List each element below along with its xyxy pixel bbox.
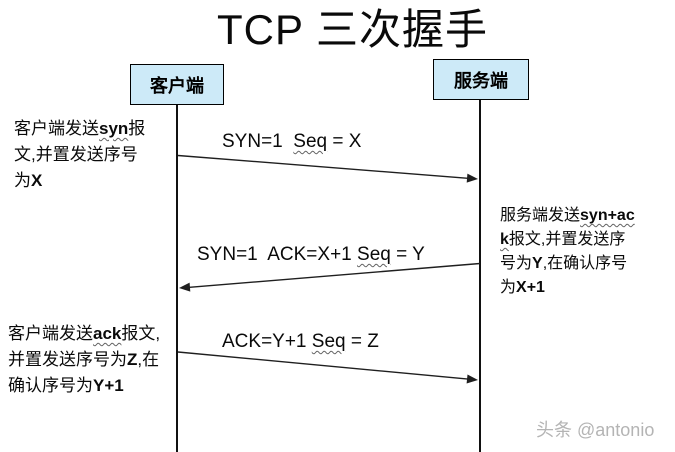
client-syn-note-value: X [31, 171, 43, 190]
server-synack-note-text2: 报文,并置发送序号为 [500, 231, 626, 272]
client-ack-note-text3: ,在确认序号为 [8, 350, 160, 395]
client-ack-note-text: 客户端发送 [8, 324, 93, 343]
syn-message-label: SYN=1 Seq = X [222, 131, 361, 153]
ack-arrow [177, 351, 478, 384]
client-syn-note: 客户端发送syn报文,并置发送序号为X [14, 116, 146, 194]
syn-ack-arrow [179, 262, 481, 292]
ack-label-pre: ACK=Y+1 [222, 331, 312, 352]
watermark: 头条 @antonio [536, 420, 655, 440]
client-actor-box: 客户端 [130, 64, 224, 105]
client-ack-note-value2: Y+1 [93, 376, 124, 395]
client-syn-note-flag: syn [99, 119, 129, 138]
syn-ack-message-label: SYN=1 ACK=X+1 Seq = Y [197, 244, 425, 266]
ack-arrowhead [466, 374, 478, 384]
syn-ack-label-seq: Seq [357, 244, 391, 265]
client-ack-note-value: Z [127, 350, 138, 369]
syn-label-seq: Seq [293, 131, 328, 152]
ack-message-label: ACK=Y+1 Seq = Z [222, 331, 379, 353]
client-syn-note-text: 客户端发送 [14, 119, 99, 138]
syn-label-post: = X [327, 131, 362, 152]
client-actor-label: 客户端 [150, 75, 204, 96]
diagram-title: TCP 三次握手 [217, 6, 488, 53]
syn-arrow [177, 154, 478, 183]
server-synack-note-flag: syn+ack [500, 207, 635, 248]
client-ack-note-flag: ack [93, 324, 122, 343]
client-ack-note: 客户端发送ack报文,并置发送序号为Z,在确认序号为Y+1 [8, 321, 170, 399]
server-synack-note-value2: X+1 [516, 279, 545, 296]
syn-ack-arrowhead [179, 282, 191, 292]
client-ack-note-text2: 报文,并置发送序号为 [8, 324, 161, 369]
syn-ack-label-pre: SYN=1 ACK=X+1 [197, 244, 358, 265]
ack-label-post: = Z [345, 331, 379, 352]
server-actor-label: 服务端 [454, 70, 508, 91]
server-synack-note: 服务端发送syn+ack报文,并置发送序号为Y,在确认序号为X+1 [500, 204, 640, 300]
server-synack-note-text3: ,在确认序号为 [500, 255, 628, 296]
client-syn-note-text2: 报文,并置发送序号为 [14, 119, 146, 190]
syn-arrowhead [466, 173, 478, 183]
syn-label-pre: SYN=1 [222, 131, 294, 152]
syn-ack-label-post: = Y [390, 244, 425, 265]
server-synack-note-value: Y [532, 255, 543, 272]
ack-label-seq: Seq [311, 331, 346, 352]
server-actor-box: 服务端 [433, 59, 529, 100]
server-synack-note-text: 服务端发送 [500, 207, 581, 224]
